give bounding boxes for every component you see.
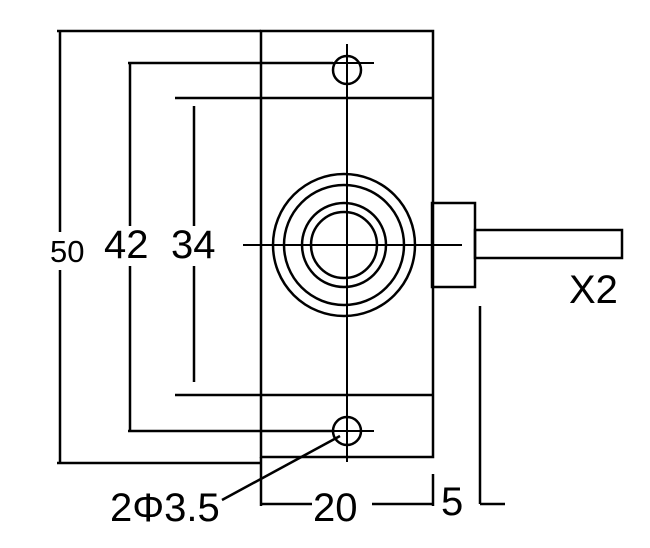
cable-stub [473,228,624,260]
inner-ring [309,210,379,280]
dim-20-text: 20 [313,486,358,530]
ring-2 [282,183,406,307]
hole-callout-text: 2Φ3.5 [110,486,220,530]
dim-42-text: 42 [104,223,149,267]
dim-5-text: 5 [441,480,463,524]
dim-34-text: 34 [171,223,216,267]
top-mounting-hole [331,54,363,86]
outer-ring [271,172,417,318]
ring-3 [300,201,388,289]
hole-leader [221,434,341,502]
cable-label-x2: X2 [569,268,618,312]
dim-50-text: 50 [50,234,84,269]
